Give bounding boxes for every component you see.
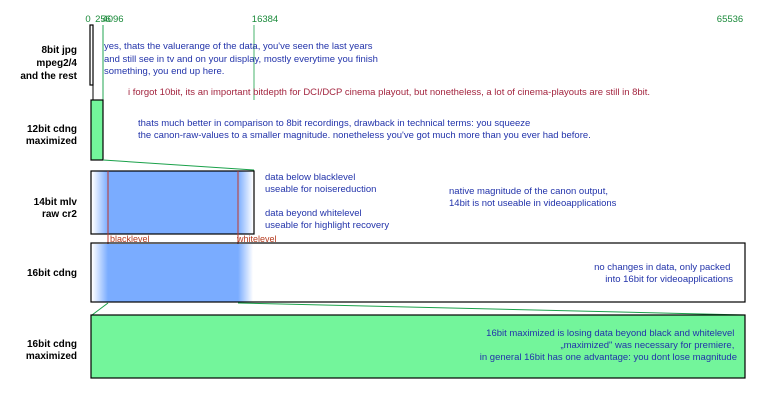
8bit-note: yes, thats the valuerange of the data, y… [104,41,381,77]
row-label-8bit-3: and the rest [20,71,77,82]
16bitmax-note-line-1: 16bit maximized is losing data beyond bl… [486,328,734,339]
14bit-note-right: native magnitude of the canon output, 14… [449,186,617,209]
8bit-note-line-1: yes, thats the valuerange of the data, y… [104,41,373,52]
14bit-note-left-line-2: useable for noisereduction [265,184,376,195]
16bitmax-range-bar [90,314,746,379]
16bitmax-projection-left [91,302,109,316]
14bit-note-left-line-4: useable for highlight recovery [265,220,389,231]
8bit-note-line-2: and still see in tv and on your display,… [104,54,378,65]
scale-tick-label-65536: 65536 [717,14,743,25]
row-label-16bitmax-2: maximized [26,351,77,362]
16bit-fade-left [92,244,108,302]
16bit-note-line-1: no changes in data, only packed [594,262,730,273]
14bit-note-right-line-2: 14bit is not useable in videoapplication… [449,198,617,209]
16bit-fade-right [238,244,253,302]
scale-tick-label-4096: 4096 [102,14,123,25]
16bitmax-note-line-2: „maximized" was necessary for premiere, [560,340,734,351]
12bit-note-line-2: the canon-raw-values to a smaller magnit… [138,130,591,141]
row-label-8bit-1: 8bit jpg [41,45,77,56]
row-label-14bit-1: 14bit mlv [34,197,78,208]
14bit-note-right-line-1: native magnitude of the canon output, [449,186,608,197]
scale-tick-label-256: 256 [95,14,111,25]
12bit-projection-line [102,159,255,171]
14bit-note-left-line-1: data below blacklevel [265,172,355,183]
12bit-note-line-1: thats much better in comparison to 8bit … [138,118,530,129]
row-label-8bit-2: mpeg2/4 [36,58,77,69]
whitelevel-label: whitelevel [236,234,277,244]
row-label-14bit-2: raw cr2 [42,209,77,220]
8bit-range-bar [89,24,94,86]
14bit-core-fill [108,171,238,234]
16bit-note: no changes in data, only packed into 16b… [594,262,733,285]
16bitmax-note-line-3: in general 16bit has one advantage: you … [480,352,737,363]
8bit-note-line-3: something, you end up here. [104,66,224,77]
14bit-range-frame [90,170,255,235]
16bit-core-fill [108,244,238,302]
14bit-fade-right [238,171,253,234]
16bitmax-projection-right [237,302,746,316]
14bit-fade-left [92,171,108,234]
scale-tick-label-0: 0 [85,14,90,25]
16bit-range-frame [90,242,746,303]
scale-tick-label-16384: 16384 [252,14,278,25]
row-label-16bitmax-1: 16bit cdng [27,339,77,350]
blacklevel-label: blacklevel [110,234,150,244]
16bit-note-line-2: into 16bit for videoapplications [605,274,733,285]
row-label-16bit-1: 16bit cdng [27,268,77,279]
14bit-note-left-line-3: data beyond whitelevel [265,208,362,219]
12bit-note: thats much better in comparison to 8bit … [138,118,591,141]
12bit-range-bar [90,99,104,161]
row-label-12bit-1: 12bit cdng [27,124,77,135]
14bit-note-left: data below blacklevel useable for noiser… [265,172,389,231]
10bit-note: i forgot 10bit, its an important bitdept… [128,87,650,98]
16bitmax-note: 16bit maximized is losing data beyond bl… [480,328,737,363]
row-label-12bit-2: maximized [26,136,77,147]
